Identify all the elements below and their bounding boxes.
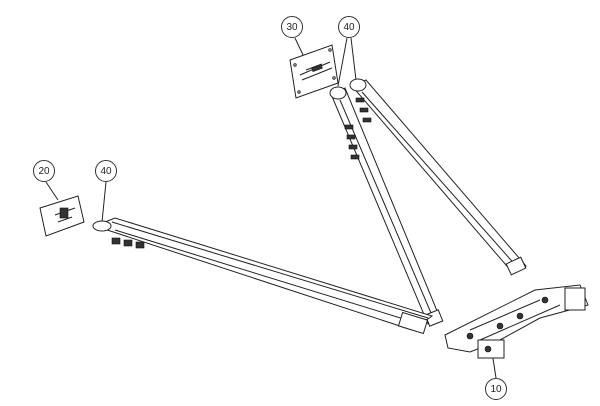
callout-10: 10 <box>485 378 507 400</box>
callout-20: 20 <box>33 160 55 182</box>
upper-mounting-plate <box>289 44 339 99</box>
base-bracket <box>444 284 589 359</box>
leader-lines <box>45 37 497 379</box>
callout-40-arms: 40 <box>338 16 360 38</box>
callout-40-horizontal: 40 <box>95 160 117 182</box>
angled-arm-right <box>349 78 527 276</box>
callout-30: 30 <box>281 16 303 38</box>
horizontal-arm <box>92 217 434 335</box>
side-mounting-plate <box>39 195 85 237</box>
